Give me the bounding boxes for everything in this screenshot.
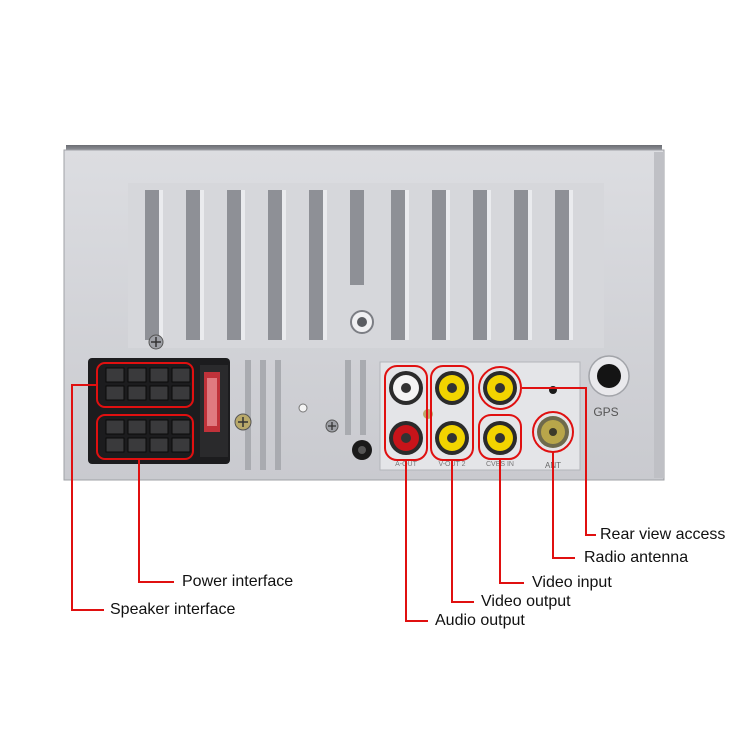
radio-antenna-leader: [552, 452, 575, 559]
audio-output-label: Audio output: [435, 612, 525, 629]
gps-label: GPS: [593, 405, 618, 419]
mic-jack: [352, 440, 372, 460]
rear-view-outline: [478, 366, 522, 410]
rear-view-access-label: Rear view access: [600, 526, 726, 543]
heat-sink-fins: [128, 183, 604, 348]
video-input-label: Video input: [532, 574, 612, 591]
screw-icon: [148, 334, 339, 433]
speaker-interface-label: Speaker interface: [110, 601, 236, 618]
rca-video-out-1: [435, 371, 469, 405]
rca-rear-camera: [483, 371, 517, 405]
lower-vents: [245, 360, 366, 470]
rca-audio-red: [389, 421, 423, 455]
speaker-interface-outline: [96, 414, 194, 460]
leader-lines: [71, 384, 596, 622]
rca-video-out-2: [435, 421, 469, 455]
power-interface-leader: [138, 459, 174, 583]
power-interface-label: Power interface: [182, 573, 294, 590]
antenna-connector: [537, 416, 569, 448]
video-output-leader: [451, 460, 474, 603]
rca-video-input: [483, 421, 517, 455]
rear-view-leader: [522, 387, 596, 536]
iso-harness-connector: [88, 358, 230, 464]
radio-antenna-label: Radio antenna: [584, 549, 689, 566]
video-output-label: Video output: [481, 593, 571, 610]
gps-port: [588, 355, 630, 397]
rca-audio-white: [389, 371, 423, 405]
speaker-interface-leader: [71, 384, 104, 611]
video-input-leader: [499, 459, 524, 584]
audio-output-leader: [405, 460, 428, 622]
